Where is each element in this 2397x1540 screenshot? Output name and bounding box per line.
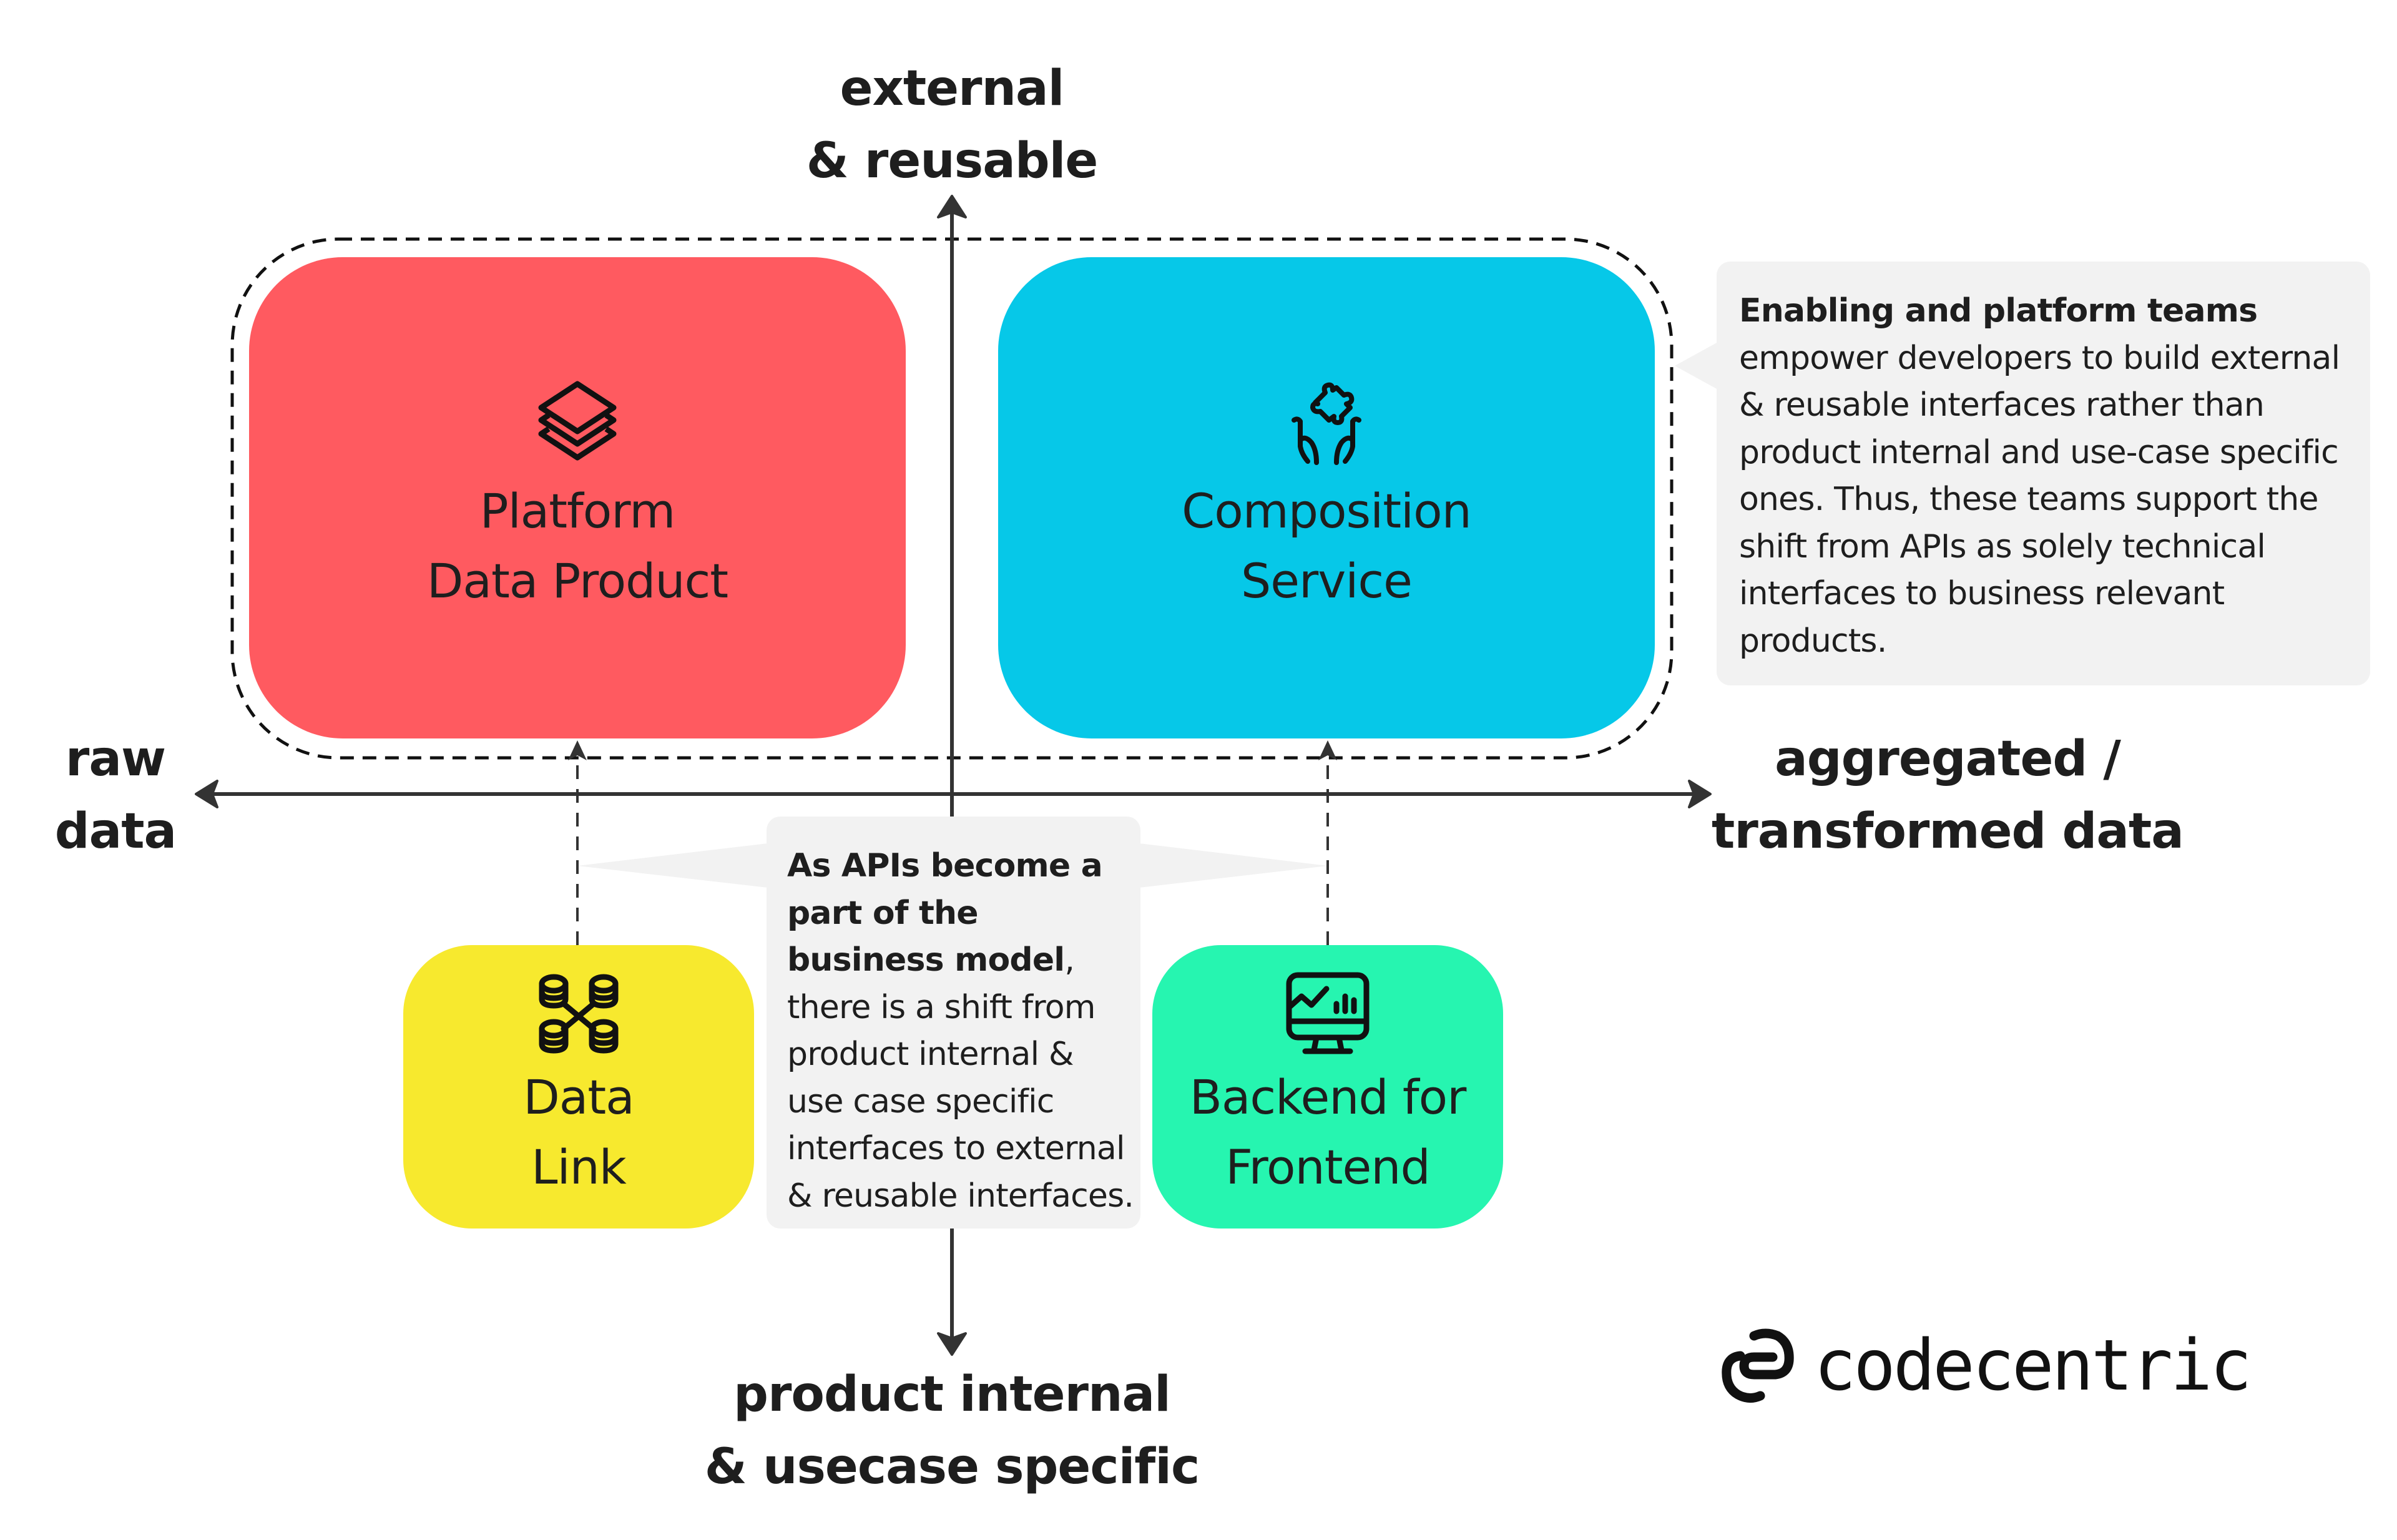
linked-databases-icon bbox=[539, 974, 619, 1054]
codecentric-logo-icon bbox=[1722, 1328, 1794, 1403]
composition-service-title-line-2: Service bbox=[1241, 552, 1413, 609]
horizontal-axis-arrow-right bbox=[1688, 780, 1712, 808]
enabling-callout-pointer bbox=[1675, 342, 1718, 390]
axis-label-right-line-2: transformed data bbox=[1712, 803, 2184, 860]
platform-data-product-box[interactable]: Platform Data Product bbox=[249, 257, 906, 738]
platform-data-product-title-line-2: Data Product bbox=[426, 552, 728, 609]
apis-business-callout: As APIs become a part of the business mo… bbox=[767, 817, 1140, 1229]
axis-label-top: external & reusable bbox=[765, 52, 1139, 197]
backend-for-frontend-title-line-2: Frontend bbox=[1225, 1139, 1430, 1195]
axis-label-bottom: product internal & usecase specific bbox=[671, 1358, 1233, 1503]
monitor-chart-icon bbox=[1286, 972, 1370, 1054]
horizontal-axis-arrow-left bbox=[195, 780, 218, 808]
arrowhead-composition bbox=[1318, 740, 1337, 760]
apis-callout-pointer-left bbox=[577, 843, 768, 888]
apis-business-callout-text: , there is a shift from product internal… bbox=[787, 941, 1134, 1215]
backend-for-frontend-title-line-1: Backend for bbox=[1189, 1069, 1467, 1125]
platform-data-product-title-line-1: Platform bbox=[479, 483, 676, 539]
axis-label-left-line-1: raw bbox=[65, 731, 166, 787]
data-link-box[interactable]: Data Link bbox=[403, 945, 754, 1229]
vertical-axis-arrow-down bbox=[937, 1332, 967, 1356]
data-link-title-line-2: Link bbox=[531, 1139, 627, 1195]
backend-for-frontend-box[interactable]: Backend for Frontend bbox=[1152, 945, 1503, 1229]
layers-icon bbox=[538, 381, 617, 460]
axis-label-top-line-2: & reusable bbox=[806, 133, 1099, 189]
axis-label-top-line-1: external bbox=[840, 61, 1065, 117]
vertical-axis-arrow-up bbox=[937, 195, 967, 218]
axis-label-left: raw data bbox=[25, 723, 206, 868]
axis-label-right: aggregated / transformed data bbox=[1704, 723, 2191, 868]
composition-service-title-line-1: Composition bbox=[1182, 483, 1472, 539]
apis-business-callout-bold: As APIs become a part of the business mo… bbox=[787, 847, 1103, 979]
enabling-teams-callout: Enabling and platform teams empower deve… bbox=[1717, 262, 2370, 685]
data-link-title-line-1: Data bbox=[523, 1069, 634, 1125]
arrowhead-platform bbox=[568, 740, 587, 760]
axis-label-left-line-2: data bbox=[54, 803, 177, 860]
codecentric-logo: codecentric bbox=[1722, 1325, 2252, 1406]
axis-label-right-line-1: aggregated / bbox=[1775, 731, 2121, 787]
apis-callout-pointer-right bbox=[1139, 843, 1328, 888]
axis-label-bottom-line-1: product internal bbox=[733, 1366, 1171, 1423]
composition-service-box[interactable]: Composition Service bbox=[998, 257, 1655, 738]
enabling-teams-callout-bold: Enabling and platform teams bbox=[1739, 292, 2258, 330]
hands-puzzle-icon bbox=[1292, 382, 1361, 465]
enabling-teams-callout-text: empower developers to build external & r… bbox=[1739, 339, 2340, 660]
axis-label-bottom-line-2: & usecase specific bbox=[704, 1439, 1200, 1495]
codecentric-wordmark: codecentric bbox=[1814, 1325, 2252, 1406]
